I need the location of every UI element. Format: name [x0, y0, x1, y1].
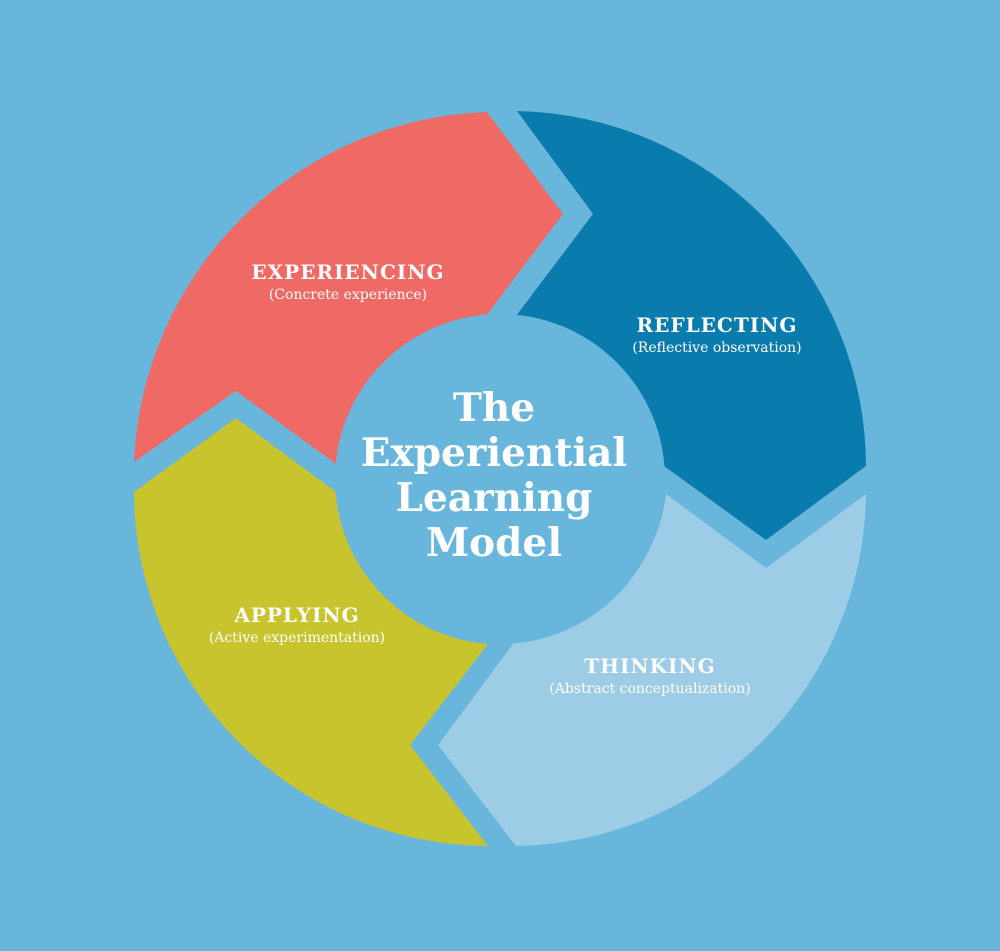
- segment-experiencing: [134, 112, 563, 464]
- center-title-line-1: The: [453, 385, 535, 431]
- label-reflecting-title: REFLECTING: [637, 313, 798, 337]
- label-experiencing-subtitle: (Concrete experience): [269, 287, 427, 303]
- center-circle: [335, 314, 665, 644]
- center-title-line-3: Learning: [396, 475, 593, 521]
- label-experiencing-title: EXPERIENCING: [251, 260, 444, 284]
- label-applying-title: APPLYING: [233, 603, 359, 627]
- label-reflecting-subtitle: (Reflective observation): [632, 340, 801, 356]
- segment-thinking: [438, 494, 866, 846]
- label-thinking-subtitle: (Abstract conceptualization): [549, 681, 750, 697]
- label-thinking-title: THINKING: [584, 654, 716, 678]
- center-title-line-4: Model: [426, 520, 562, 566]
- center-title-line-2: Experiential: [361, 430, 628, 476]
- segment-reflecting: [516, 111, 866, 540]
- label-applying-subtitle: (Active experimentation): [209, 630, 385, 646]
- segment-applying: [134, 418, 488, 846]
